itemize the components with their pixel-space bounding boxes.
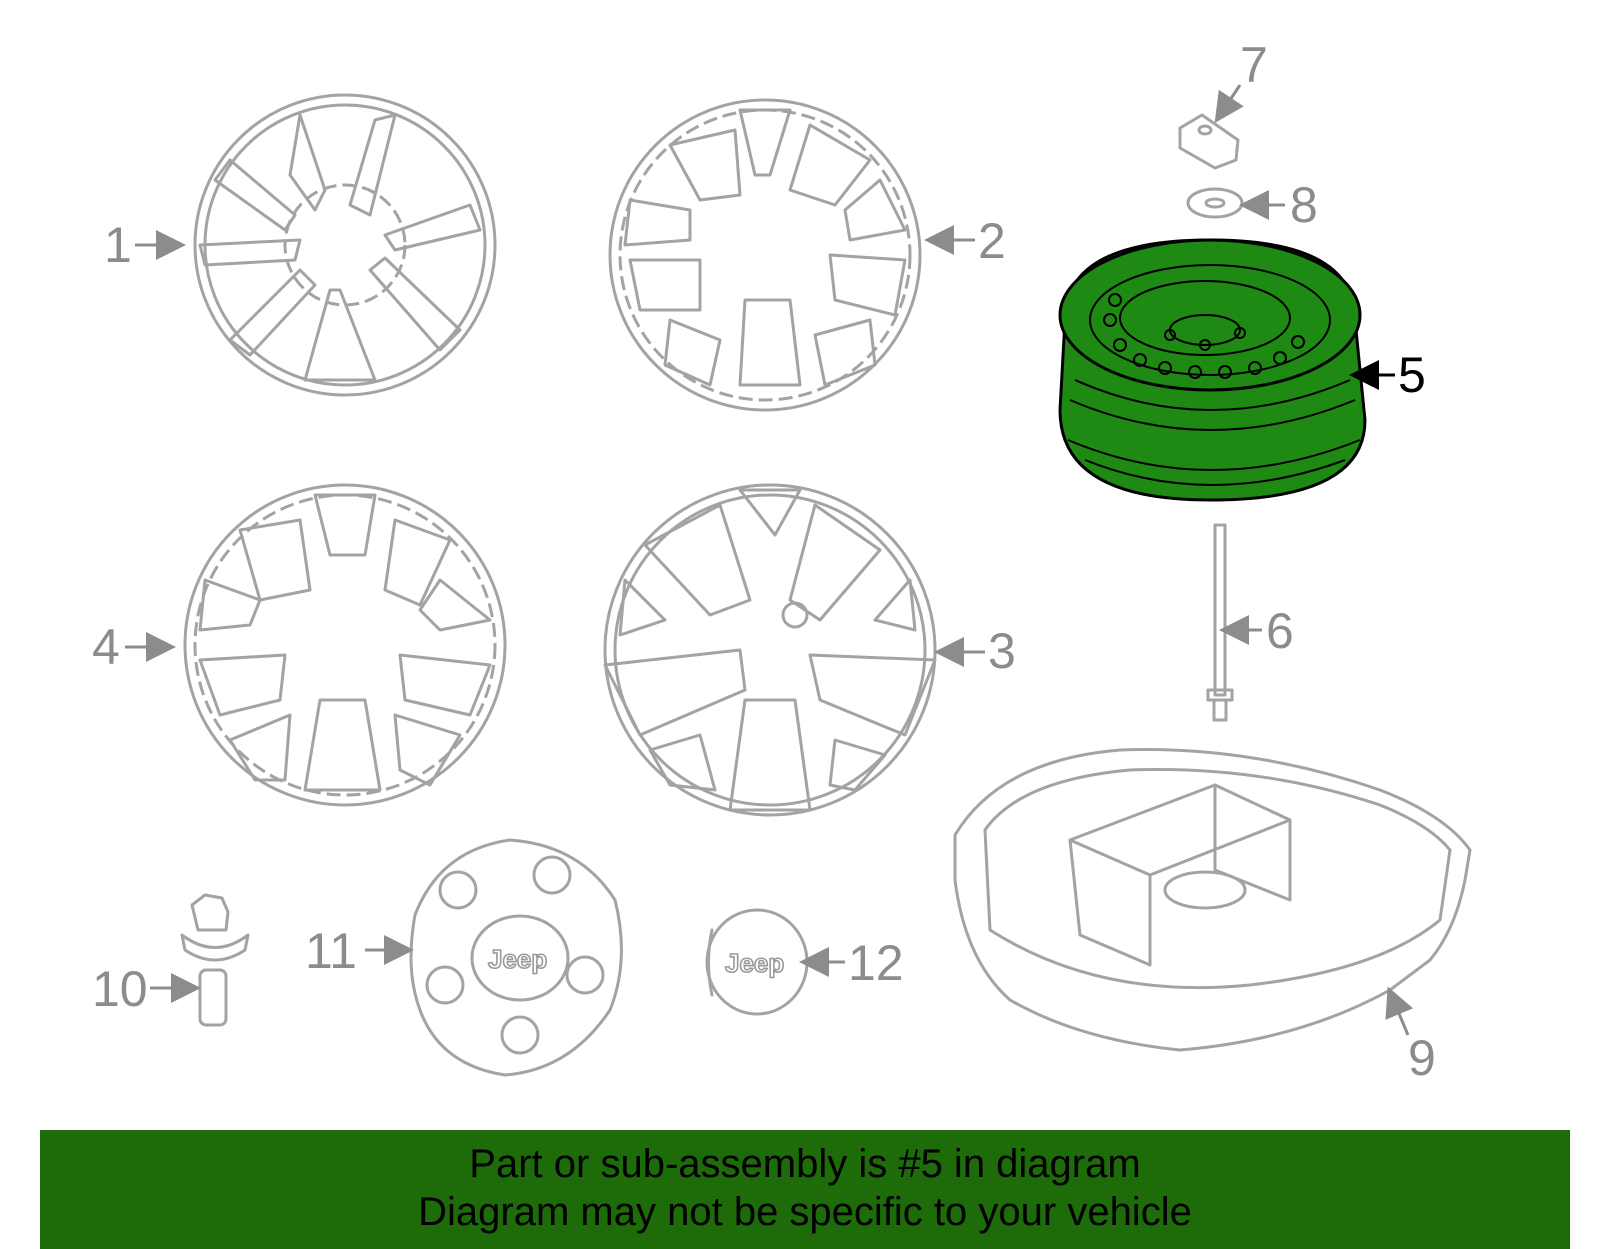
- callout-12[interactable]: 12: [848, 935, 904, 991]
- banner-line-2: Diagram may not be specific to your vehi…: [418, 1190, 1192, 1234]
- part-3-wheel[interactable]: [603, 483, 937, 817]
- part-4-wheel[interactable]: [183, 483, 507, 807]
- callout-11[interactable]: 11: [305, 923, 357, 979]
- callout-10[interactable]: 10: [92, 961, 148, 1017]
- part-2-wheel[interactable]: [608, 98, 922, 412]
- part-8-washer[interactable]: [1186, 187, 1244, 219]
- callout-2[interactable]: 2: [978, 213, 1006, 269]
- part-12-small-cap[interactable]: Jeep: [705, 908, 809, 1016]
- part-1-wheel[interactable]: [193, 93, 497, 397]
- part-6-stud[interactable]: [1206, 523, 1234, 722]
- banner-line-1: Part or sub-assembly is #5 in diagram: [469, 1142, 1141, 1186]
- jeep-logo-12: Jeep: [725, 948, 784, 978]
- callout-labels: 1 2 3 4 5 6 7 8 9 10 11 12: [92, 37, 1436, 1086]
- parts-diagram: Jeep Jeep 1 2 3 4 5 6 7 8 9 10 11 12: [92, 37, 1472, 1086]
- callout-arrows: [125, 84, 1414, 1036]
- info-banner: Part or sub-assembly is #5 in diagram Di…: [40, 1130, 1570, 1249]
- jeep-logo-11: Jeep: [488, 944, 547, 974]
- callout-4[interactable]: 4: [92, 619, 120, 675]
- part-9-storage-tray[interactable]: [953, 748, 1472, 1052]
- callout-5[interactable]: 5: [1398, 347, 1426, 403]
- callout-6[interactable]: 6: [1266, 603, 1294, 659]
- callout-1[interactable]: 1: [104, 217, 132, 273]
- part-10-lug-bolt[interactable]: [180, 893, 250, 1027]
- part-7-bracket[interactable]: [1178, 113, 1240, 170]
- callout-9[interactable]: 9: [1408, 1030, 1436, 1086]
- part-11-center-cap[interactable]: Jeep: [409, 838, 623, 1077]
- part-5-spare-wheel[interactable]: [1058, 238, 1367, 502]
- callout-7[interactable]: 7: [1240, 37, 1268, 93]
- callout-3[interactable]: 3: [988, 623, 1016, 679]
- callout-8[interactable]: 8: [1290, 177, 1318, 233]
